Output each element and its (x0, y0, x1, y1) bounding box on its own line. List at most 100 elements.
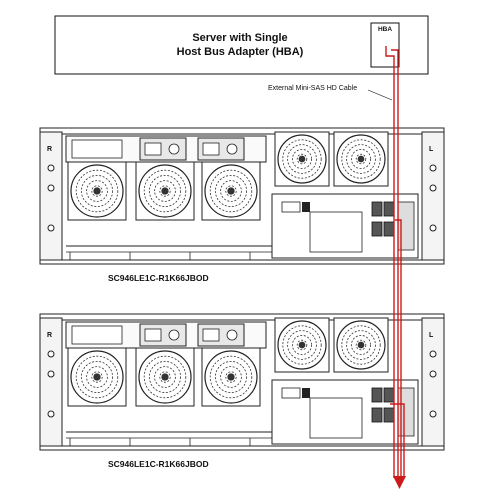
fan-grille-ring (91, 371, 103, 383)
fan-grille-ring (143, 355, 187, 399)
fan-hub (93, 373, 101, 381)
lower-fan-2 (135, 161, 195, 221)
fan-grille-ring (214, 174, 247, 207)
fan-grille-ring (86, 180, 108, 202)
psu-fan (226, 329, 238, 341)
ear-screw (47, 370, 55, 378)
rack-ear-mark-left: R (47, 332, 52, 339)
ear-screw (429, 164, 437, 172)
fan-hub (298, 155, 306, 163)
lower-fan-3 (201, 347, 261, 407)
fan-grille-ring (282, 325, 322, 365)
cable-label-leader (367, 89, 393, 101)
cable-arrow-head (393, 476, 406, 489)
expander-panel (309, 211, 363, 253)
fan-grille-ring (225, 185, 237, 197)
fan-grille-ring (75, 169, 119, 213)
sas-port (383, 221, 395, 237)
sas-cable-a (385, 46, 395, 478)
fan-grille-ring (220, 180, 242, 202)
chassis-model-top: SC946LE1C-R1K66JBOD (108, 273, 209, 283)
upper-fan-2 (333, 317, 389, 373)
fan-grille-ring (209, 355, 253, 399)
psu-fan (226, 143, 238, 155)
fan-grille-ring (282, 139, 322, 179)
warning-label (281, 201, 301, 213)
fan-grille-ring (81, 360, 114, 393)
hba-label: HBA (377, 26, 393, 33)
fan-grille-ring (159, 185, 171, 197)
fan-hub (161, 373, 169, 381)
fan-grille-ring (220, 366, 242, 388)
sas-port (383, 387, 395, 403)
sas-port (383, 201, 395, 217)
server-title-line1: Server with Single (192, 32, 288, 44)
chassis-model-bottom: SC946LE1C-R1K66JBOD (108, 459, 209, 469)
fan-grille-ring (209, 169, 253, 213)
sas-port (383, 407, 395, 423)
upper-fan-1 (274, 131, 330, 187)
fan-grille-ring (291, 148, 312, 169)
fan-grille-ring (225, 371, 237, 383)
psu-connector (144, 142, 162, 156)
psu-fan (168, 329, 180, 341)
psu-blank (71, 325, 123, 345)
psu-connector (202, 142, 220, 156)
ear-screw (47, 164, 55, 172)
lower-fan-1 (67, 161, 127, 221)
fan-grille-ring (91, 185, 103, 197)
fan-grille-ring (350, 148, 371, 169)
ear-screw (429, 350, 437, 358)
ear-screw (429, 410, 437, 418)
fan-grille-ring (159, 371, 171, 383)
fan-grille-ring (350, 334, 371, 355)
fan-grille-ring (346, 330, 376, 360)
sas-cable-b (391, 49, 399, 478)
rack-ear-mark-left: R (47, 146, 52, 153)
ear-screw (47, 224, 55, 232)
fan-grille-ring (341, 325, 381, 365)
fan-grille-ring (154, 366, 176, 388)
sas-port (371, 407, 383, 423)
fan-hub (357, 155, 365, 163)
ear-screw (429, 224, 437, 232)
psu-fan (168, 143, 180, 155)
fan-grille-ring (346, 144, 376, 174)
rack-ear-mark-right: L (429, 332, 434, 339)
ear-screw (47, 184, 55, 192)
sas-port (371, 221, 383, 237)
ear-screw (429, 370, 437, 378)
rack-ear-mark-right: L (429, 146, 434, 153)
fan-grille-ring (341, 139, 381, 179)
server-title-line2: Host Bus Adapter (HBA) (176, 46, 304, 58)
fan-grille-ring (296, 339, 308, 351)
fan-grille-ring (287, 144, 317, 174)
fan-grille-ring (143, 169, 187, 213)
server-title: Server with Single Host Bus Adapter (HBA… (130, 31, 350, 59)
sas-port (371, 201, 383, 217)
expander-panel (309, 397, 363, 439)
lower-fan-3 (201, 161, 261, 221)
psu-connector (202, 328, 220, 342)
upper-fan-1 (274, 317, 330, 373)
warning-label-mark (302, 202, 310, 212)
fan-hub (161, 187, 169, 195)
fan-grille-ring (355, 339, 367, 351)
sas-cable (385, 46, 405, 478)
sas-cable-d (390, 403, 405, 478)
warning-label (281, 387, 301, 399)
sas-port (371, 387, 383, 403)
upper-fan-2 (333, 131, 389, 187)
fan-hub (227, 187, 235, 195)
fan-hub (227, 373, 235, 381)
fan-hub (298, 341, 306, 349)
psu-blank (71, 139, 123, 159)
lower-fan-1 (67, 347, 127, 407)
fan-hub (357, 341, 365, 349)
fan-grille-ring (214, 360, 247, 393)
sas-cable-c (395, 219, 402, 478)
ear-screw (47, 350, 55, 358)
